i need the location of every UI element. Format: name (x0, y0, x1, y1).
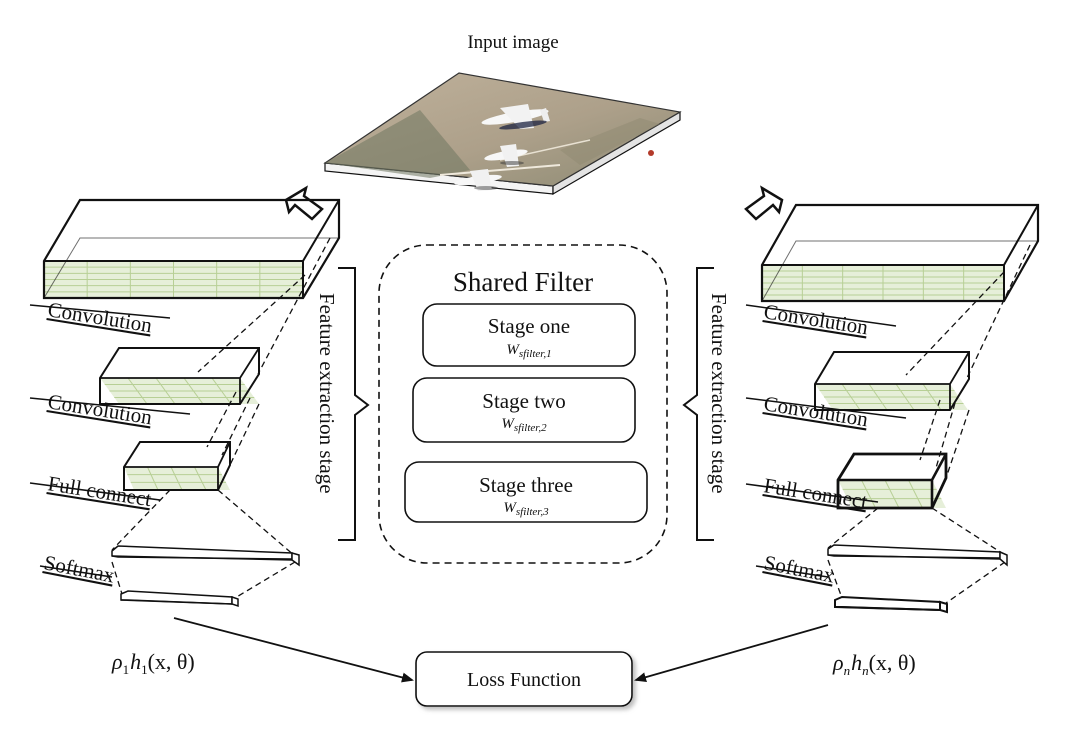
hollow-arrow-right-icon (744, 185, 784, 221)
left-layer-label-softmax: Softmax (42, 550, 117, 587)
left-stage-bracket (338, 267, 370, 541)
stage-two-box: Stage two Wsfilter,2 (412, 377, 636, 443)
left-layer-label-convolution-1: Convolution (46, 297, 154, 337)
airplane-3 (454, 169, 502, 191)
right-output-formula: ρnhn(x, θ) (832, 650, 916, 678)
stage-two-weight: Wsfilter,2 (501, 416, 547, 434)
right-softmax-bar-lower (834, 595, 948, 614)
right-conv1-box (760, 203, 1040, 303)
right-fc-box (836, 452, 948, 510)
left-conv2-box (99, 347, 260, 405)
left-output-formula: ρ1h1(x, θ) (111, 649, 195, 677)
loss-function-label: Loss Function (467, 669, 581, 691)
shared-filter-panel: Shared Filter Stage one Wsfilter,1 Stage… (378, 244, 668, 564)
loss-function-box: Loss Function (415, 651, 633, 707)
right-stage-bracket (682, 267, 714, 541)
left-fc-box (123, 441, 231, 491)
hollow-arrow-left-icon (284, 185, 324, 221)
input-image-label: Input image (467, 32, 558, 53)
right-conv2-box (814, 351, 970, 411)
left-conv1-box (42, 198, 341, 300)
stage-three-label: Stage three (479, 473, 573, 497)
stage-one-weight: Wsfilter,1 (506, 342, 551, 360)
right-softmax-bar-upper (827, 544, 1008, 567)
shared-filter-title: Shared Filter (453, 267, 593, 297)
stage-three-weight: Wsfilter,3 (503, 500, 549, 518)
airplane-1 (481, 104, 550, 130)
stage-one-label: Stage one (488, 314, 570, 338)
left-branch: Convolution Convolution Full connect (29, 198, 341, 677)
airplane-2 (484, 144, 528, 167)
left-softmax-bar-upper (111, 545, 300, 567)
stage-two-label: Stage two (482, 389, 565, 413)
left-stage-label: Feature extraction stage (315, 293, 339, 494)
left-softmax-bar-lower (120, 590, 239, 608)
right-layer-label-softmax: Softmax (762, 550, 837, 587)
left-to-loss-arrow (173, 617, 414, 683)
stage-one-box: Stage one Wsfilter,1 (422, 303, 636, 367)
right-to-loss-arrow (634, 624, 829, 683)
right-layer-label-convolution-1: Convolution (762, 299, 870, 339)
right-branch: Convolution Convolution Full connect (745, 203, 1040, 678)
stage-three-box: Stage three Wsfilter,3 (404, 461, 648, 523)
right-stage-label: Feature extraction stage (707, 293, 731, 494)
input-image (323, 72, 682, 196)
